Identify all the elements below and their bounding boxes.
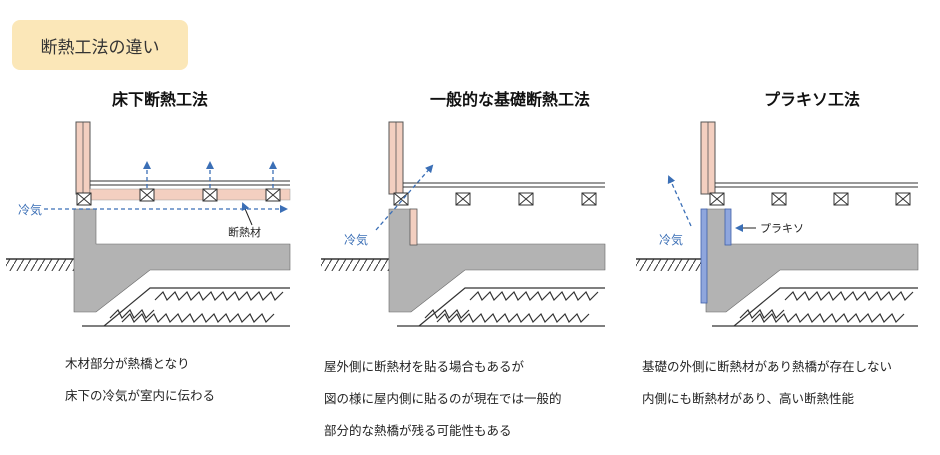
section-badge: 断熱工法の違い	[12, 20, 188, 70]
underfloor-insulation	[89, 188, 291, 201]
caption-line: 木材部分が熱橋となり	[65, 356, 190, 371]
foundation-concrete	[73, 208, 291, 313]
panel-2-title: 一般的な基礎断熱工法	[429, 90, 591, 109]
panel-1-diagram: 冷気 断熱材	[6, 121, 291, 327]
panel-2-cold-air-label: 冷気	[344, 232, 368, 247]
gravel-pattern	[109, 290, 284, 324]
panel-3-caption: 基礎の外側に断熱材があり熱橋が存在しない 内側にも断熱材があり、高い断熱性能	[642, 343, 892, 423]
plakiso-inner-insulation	[724, 208, 732, 246]
gravel-pattern	[424, 290, 599, 324]
gravel-pattern	[739, 290, 914, 324]
diagrams: 冷気 断熱材 冷気	[6, 121, 919, 327]
panel-3-cold-air-label: 冷気	[659, 232, 683, 247]
caption-line: 床下の冷気が室内に伝わる	[65, 388, 216, 403]
panel-3-title: プラキソ工法	[763, 90, 861, 109]
panel-1-caption: 木材部分が熱橋となり 床下の冷気が室内に伝わる	[65, 340, 215, 420]
panel-2-diagram: 冷気	[321, 121, 606, 327]
insulation-label: 断熱材	[228, 225, 261, 239]
ground-hatch	[6, 259, 74, 271]
inner-insulation-board	[409, 208, 418, 246]
panel-3-diagram: 冷気 プラキソ	[636, 121, 919, 327]
caption-line: 部分的な熱橋が残る可能性もある	[324, 423, 512, 438]
plakiso-label: プラキソ	[760, 222, 804, 235]
caption-line: 内側にも断熱材があり、高い断熱性能	[642, 391, 855, 406]
section-badge-label: 断熱工法の違い	[40, 37, 160, 58]
ground-hatch	[321, 259, 389, 271]
caption-line: 図の様に屋内側に貼るのが現在では一般的	[324, 391, 562, 406]
ground-hatch	[636, 259, 702, 271]
panel-2-caption: 屋外側に断熱材を貼る場合もあるが 図の様に屋内側に貼るのが現在では一般的 部分的…	[324, 343, 562, 455]
panel-1-title: 床下断熱工法	[111, 90, 209, 109]
caption-line: 屋外側に断熱材を貼る場合もあるが	[324, 359, 525, 374]
plakiso-outer-insulation	[700, 208, 708, 304]
caption-line: 基礎の外側に断熱材があり熱橋が存在しない	[642, 359, 893, 374]
panel-1-cold-air-label: 冷気	[18, 202, 42, 217]
